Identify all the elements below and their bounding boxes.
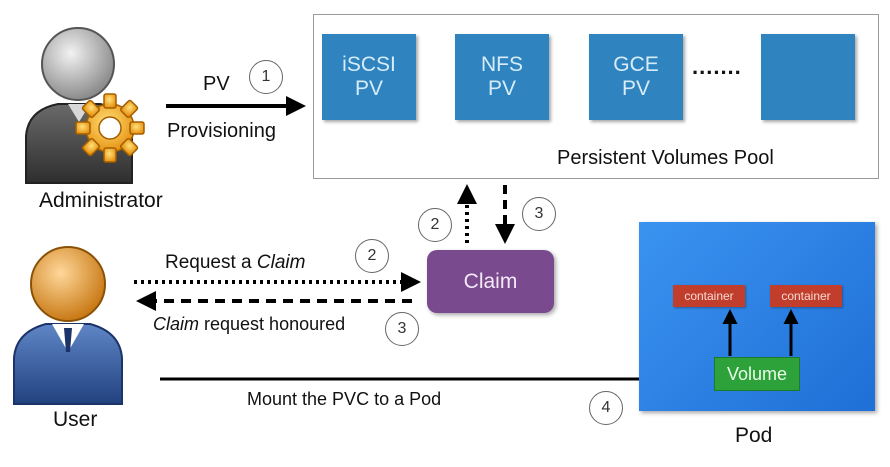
claim-honoured-suffix: request honoured	[199, 314, 346, 334]
container-box-1: container	[673, 285, 745, 307]
container-box-2: container	[770, 285, 842, 307]
step-2-request-badge: 2	[355, 239, 389, 273]
volume-gce: GCE PV	[589, 34, 683, 120]
volume-box: Volume	[714, 357, 800, 391]
volume-nfs-line1: NFS	[481, 53, 523, 76]
claim-honoured-emph: Claim	[153, 314, 200, 334]
pool-title: Persistent Volumes Pool	[557, 147, 774, 169]
user-icon	[13, 246, 123, 405]
administrator-label: Administrator	[39, 189, 163, 212]
administrator-icon	[25, 27, 145, 184]
request-claim-prefix: Request a	[165, 252, 257, 273]
claim-honoured-label: Claim request honoured	[153, 314, 345, 335]
request-claim-label: Request a Claim	[165, 252, 305, 274]
volume-iscsi: iSCSI PV	[322, 34, 416, 120]
pod-title: Pod	[735, 424, 773, 447]
volume-nfs: NFS PV	[455, 34, 549, 120]
provisioning-label: Provisioning	[167, 120, 276, 142]
request-claim-emph: Claim	[256, 252, 306, 273]
volume-iscsi-line2: PV	[354, 77, 383, 100]
step-1-badge: 1	[249, 60, 283, 94]
step-2-bind-badge: 2	[418, 208, 452, 242]
step-3-honoured-badge: 3	[385, 312, 419, 346]
volume-blank	[761, 34, 855, 120]
mount-label: Mount the PVC to a Pod	[247, 389, 442, 409]
volume-nfs-line2: PV	[487, 77, 516, 100]
volume-iscsi-line1: iSCSI	[342, 53, 396, 76]
user-label: User	[53, 408, 98, 431]
step-4-badge: 4	[589, 391, 623, 425]
volume-gce-line2: PV	[621, 77, 650, 100]
volume-gce-line1: GCE	[613, 53, 659, 76]
claim-box: Claim	[427, 250, 554, 313]
step-3-bind-badge: 3	[522, 197, 556, 231]
volume-ellipsis: .......	[692, 54, 742, 79]
pv-label: PV	[203, 73, 230, 95]
